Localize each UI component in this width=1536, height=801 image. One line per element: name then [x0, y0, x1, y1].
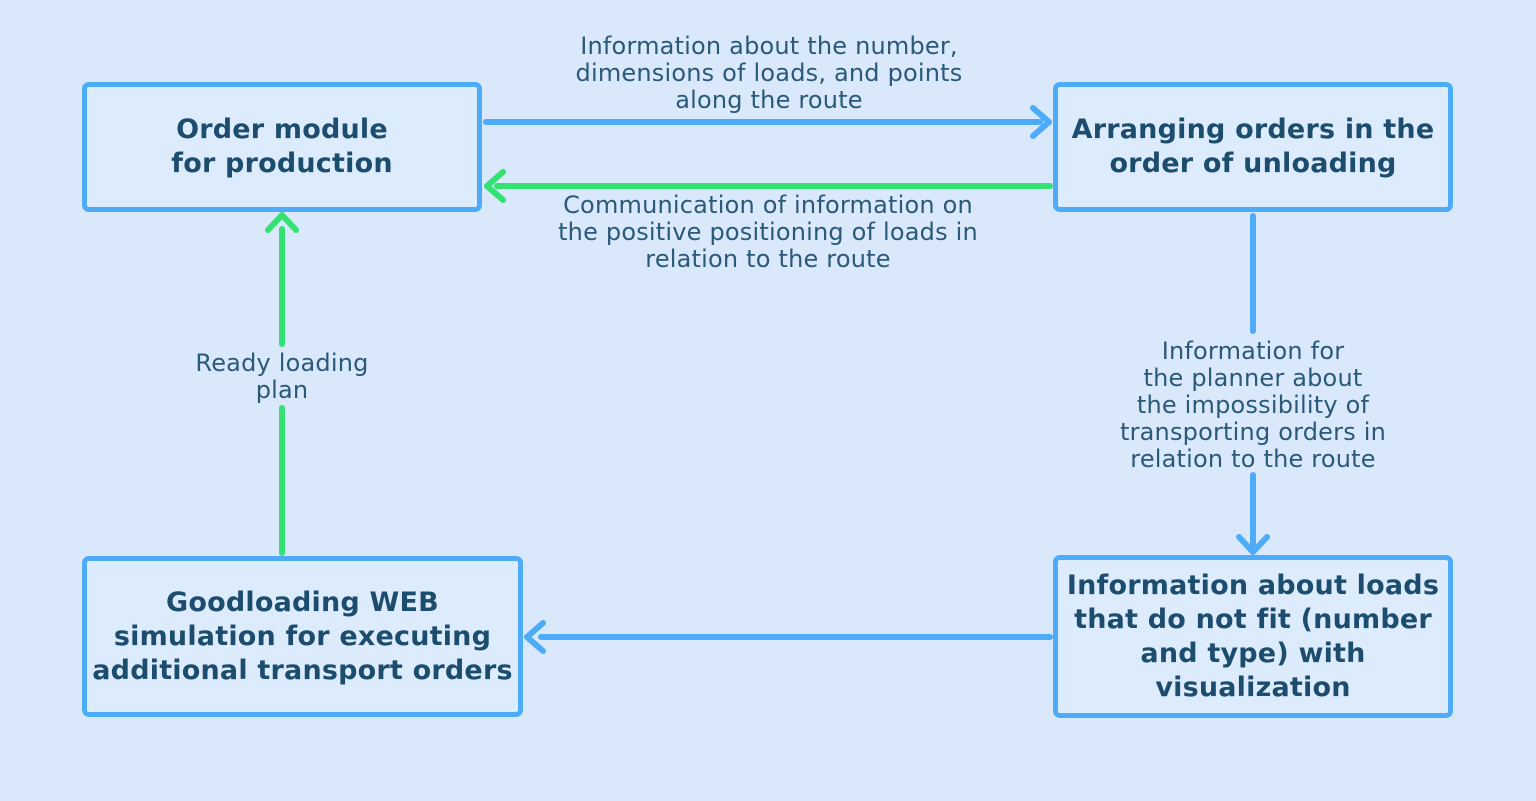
node-title-line: Arranging orders in the	[1071, 114, 1435, 145]
edge-label-line: the planner about	[1143, 364, 1363, 392]
edge-label-line: relation to the route	[1130, 445, 1376, 473]
node-arranging-orders: Arranging orders in the order of unloadi…	[1053, 82, 1453, 212]
edge-label-line: the positive positioning of loads in	[558, 218, 978, 246]
edge-label-line: plan	[255, 376, 309, 404]
arrow-arranging-to-order	[484, 169, 1053, 203]
edge-label-line: Communication of information on	[563, 191, 973, 219]
arrow-order-to-arranging	[483, 105, 1052, 139]
edge-label-line: the impossibility of	[1136, 391, 1370, 419]
edge-label-line: Information about the number,	[580, 32, 958, 60]
edge-label-line: Ready loading	[195, 349, 369, 377]
edge-label-communication-positioning: Communication of information on the posi…	[558, 192, 978, 273]
node-title-line: order of unloading	[1109, 148, 1397, 179]
edge-label-ready-loading-plan: Ready loading plan	[195, 350, 368, 404]
node-title-line: Goodloading WEB	[166, 586, 439, 618]
edge-label-info-planner: Information for the planner about the im…	[1120, 338, 1386, 473]
edge-label-info-number-dimensions: Information about the number, dimensions…	[576, 33, 963, 114]
node-title-line: Order module	[176, 114, 388, 145]
node-loads-not-fit: Information about loads that do not fit …	[1053, 555, 1453, 718]
node-title-line: visualization	[1155, 671, 1351, 703]
node-order-module: Order module for production	[82, 82, 482, 212]
edge-label-line: Information for	[1161, 337, 1345, 365]
edge-label-line: along the route	[675, 86, 863, 114]
node-title-line: that do not fit (number	[1074, 603, 1432, 635]
arrow-goodloading-to-order	[265, 212, 299, 556]
edge-label-line: dimensions of loads, and points	[575, 59, 963, 87]
node-title-line: simulation for executing	[113, 620, 492, 652]
node-title-line: for production	[171, 148, 393, 179]
node-title-line: Information about loads	[1066, 569, 1440, 601]
edge-label-line: relation to the route	[645, 245, 891, 273]
arrow-loads-to-goodloading	[524, 620, 1053, 654]
node-title-line: and type) with	[1140, 637, 1366, 669]
arrow-arranging-to-loads	[1236, 213, 1270, 555]
node-goodloading-web: Goodloading WEB simulation for executing…	[82, 556, 523, 717]
edge-label-line: transporting orders in	[1119, 418, 1387, 446]
node-title-line: additional transport orders	[92, 654, 513, 686]
